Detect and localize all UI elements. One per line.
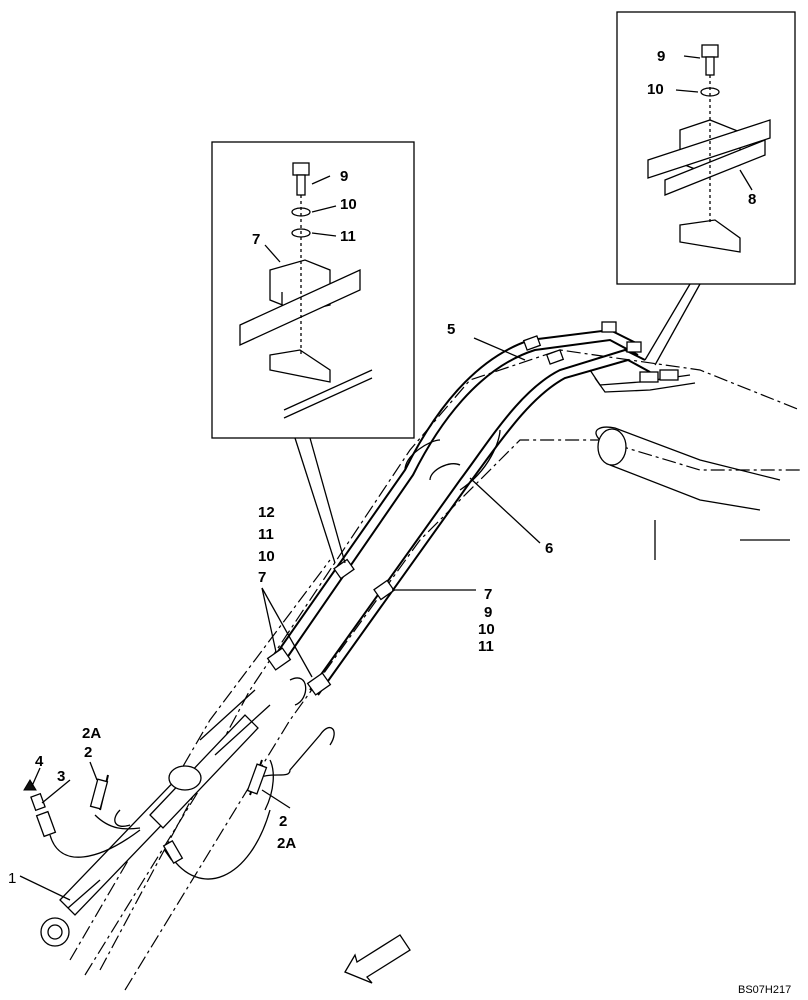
pipe-clamps [266,321,679,696]
label-left-7: 7 [252,231,260,248]
label-left-9: 9 [340,168,348,185]
label-rs-9: 9 [484,604,492,621]
label-mid-10: 10 [258,548,275,565]
label-4: 4 [35,753,44,770]
label-3: 3 [57,768,65,785]
label-1: 1 [8,870,16,887]
label-right-9: 9 [657,48,665,65]
label-2a-bottom: 2A [277,835,296,852]
fittings [23,763,268,865]
label-mid-11: 11 [258,526,274,543]
label-left-11: 11 [340,228,356,245]
label-rs-11: 11 [478,638,494,655]
boom-outline [69,349,801,991]
label-5: 5 [447,321,455,338]
label-2a-top: 2A [82,725,101,742]
callout-leaders [19,337,541,901]
arrow-icon [344,934,411,984]
direction-arrow [344,934,411,984]
label-left-10: 10 [340,196,357,213]
label-2-bottom: 2 [279,813,287,830]
label-rs-10: 10 [478,621,495,638]
drawing-code: BS07H217 [738,984,791,996]
label-right-10: 10 [647,81,664,98]
labels: 9 10 11 7 9 10 8 5 6 1 4 3 2A 2 2 2A 12 … [8,48,791,996]
label-6: 6 [545,540,553,557]
label-right-8: 8 [748,191,756,208]
label-rs-7: 7 [484,586,492,603]
bolt-9-right-icon [701,44,719,58]
label-2-top: 2 [84,744,92,761]
bolt-9-left-icon [292,162,310,176]
arm-cylinder [40,677,335,947]
detail-box-right [616,11,796,366]
label-mid-7: 7 [258,569,266,586]
label-mid-12: 12 [258,504,275,521]
detail-box-left [211,141,415,564]
